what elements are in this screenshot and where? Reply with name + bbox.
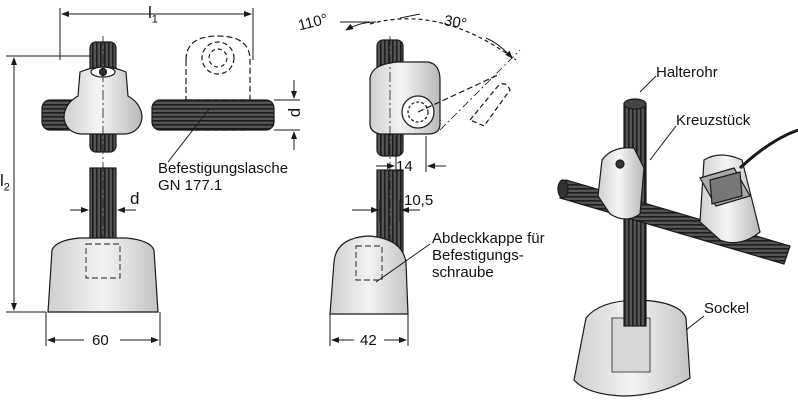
label-sockel: Sockel	[704, 300, 750, 317]
dim-angle-30: 30°	[442, 12, 468, 33]
dim-l2-letter: l	[0, 171, 4, 190]
label-kreuzstueck: Kreuzstück	[676, 112, 751, 129]
front-view	[41, 35, 275, 313]
dim-l1: l1	[148, 4, 158, 28]
dim-l1-letter: l	[148, 3, 152, 22]
label-befestigungslasche-line2: GN 177.1	[158, 177, 223, 194]
side-dimensions	[329, 13, 513, 346]
dim-10-5: 10,5	[404, 192, 434, 209]
label-abdeckkappe-line3: schraube	[432, 264, 494, 281]
persp-cross-piece	[597, 147, 645, 220]
label-abdeckkappe-line2: Befestigungs-	[432, 247, 524, 264]
dim-14: 14	[396, 158, 413, 175]
dim-42: 42	[360, 332, 377, 349]
front-cross-piece	[63, 66, 143, 135]
front-base	[47, 237, 159, 313]
dim-l2-sub: 2	[3, 181, 10, 194]
front-dimensions	[6, 8, 300, 346]
dim-d-rod: d	[130, 189, 140, 208]
front-hrod-right	[151, 99, 275, 131]
dim-d-front-vertical: d	[285, 107, 305, 118]
label-abdeckkappe-line1: Abdeckkappe für	[432, 230, 545, 247]
persp-leaders	[639, 75, 705, 331]
perspective-view	[557, 98, 798, 397]
side-view	[329, 18, 521, 315]
label-befestigungslasche: Befestigungslasche GN 177.1	[158, 160, 288, 194]
label-befestigungslasche-line1: Befestigungslasche	[158, 160, 289, 177]
dim-60: 60	[92, 332, 109, 349]
label-halterohr: Halterohr	[656, 64, 718, 81]
dim-l2: l2	[0, 172, 10, 196]
side-base	[329, 235, 409, 315]
dim-l1-sub: 1	[151, 13, 158, 26]
label-abdeckkappe: Abdeckkappe für Befestigungs- schraube	[432, 230, 545, 281]
